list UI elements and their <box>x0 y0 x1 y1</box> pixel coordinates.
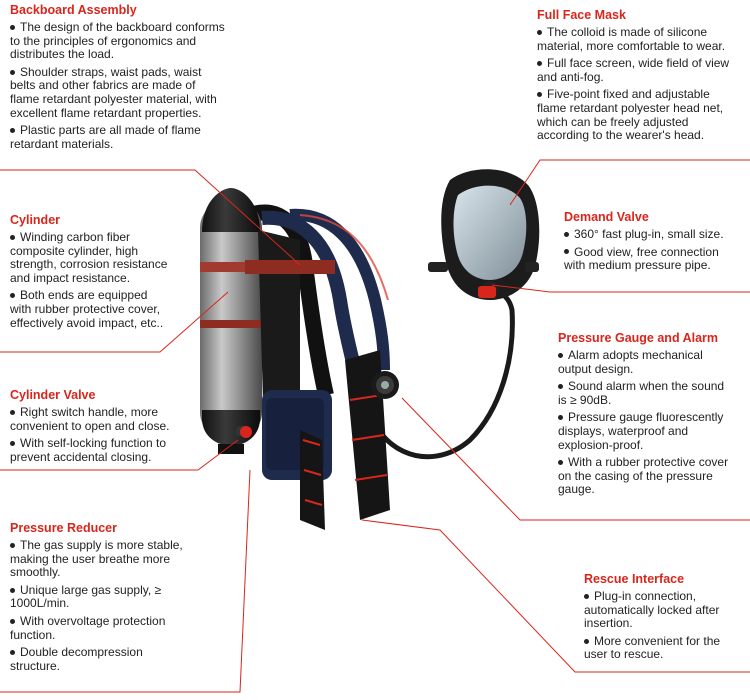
bullet-icon <box>537 92 542 98</box>
full-face-mask <box>428 169 540 300</box>
bullet-item: 360° fast plug-in, small size. <box>564 227 749 242</box>
section-cylinder-valve: Cylinder Valve Right switch handle, more… <box>10 388 205 468</box>
bullet-icon <box>10 441 15 447</box>
section-title: Cylinder <box>10 213 61 227</box>
bullet-icon <box>584 593 589 599</box>
section-pressure-reducer: Pressure Reducer The gas supply is more … <box>10 521 210 677</box>
bullet-icon <box>10 69 15 75</box>
section-backboard-assembly: Backboard Assembly The design of the bac… <box>10 3 270 155</box>
section-title: Cylinder Valve <box>10 388 96 402</box>
leader-cylinder-valve <box>0 439 239 471</box>
bullet-icon <box>558 352 563 358</box>
leader-pressure-gauge <box>401 397 750 521</box>
cylinder-valve <box>218 426 252 454</box>
bullet-icon <box>10 542 15 548</box>
section-title: Rescue Interface <box>584 572 685 586</box>
bullet-icon <box>10 587 15 593</box>
bullet-icon <box>558 459 563 465</box>
bullet-icon <box>10 127 15 133</box>
bullet-icon <box>584 638 589 644</box>
bullet-icon <box>537 29 542 35</box>
bullet-icon <box>10 293 15 299</box>
section-full-face-mask: Full Face Mask The colloid is made of si… <box>537 8 749 147</box>
section-title: Full Face Mask <box>537 8 626 22</box>
bullet-item: Unique large gas supply, ≥1000L/min. <box>10 582 162 611</box>
leader-demand-valve <box>491 284 750 293</box>
leader-pressure-reducer <box>0 469 251 693</box>
bullet-icon <box>564 249 569 255</box>
leader-backboard <box>0 169 301 266</box>
section-pressure-gauge-alarm: Pressure Gauge and Alarm Alarm adopts me… <box>558 331 750 501</box>
demand-valve <box>478 286 496 298</box>
bullet-icon <box>10 24 15 30</box>
section-title: Pressure Reducer <box>10 521 118 535</box>
leader-rescue-interface <box>361 519 750 673</box>
medium-pressure-hose <box>359 289 515 460</box>
bullet-icon <box>10 649 15 655</box>
bullet-icon <box>10 234 15 240</box>
leader-cylinder <box>0 291 229 353</box>
bullet-icon <box>564 231 569 237</box>
bullet-item: Plug-in connection,automatically locked … <box>584 589 720 631</box>
section-demand-valve: Demand Valve 360° fast plug-in, small si… <box>564 210 749 277</box>
section-rescue-interface: Rescue Interface Plug-in connection,auto… <box>584 572 749 666</box>
section-title: Pressure Gauge and Alarm <box>558 331 719 345</box>
section-title: Demand Valve <box>564 210 649 224</box>
section-title: Backboard Assembly <box>10 3 137 17</box>
bullet-icon <box>10 618 15 624</box>
bullet-item: The gas supply is more stable,making the… <box>10 538 183 580</box>
bullet-icon <box>10 409 15 415</box>
bullet-icon <box>537 61 542 67</box>
pressure-gauge <box>371 371 399 399</box>
bullet-icon <box>558 415 563 421</box>
leader-full-face-mask <box>509 159 750 206</box>
bullet-icon <box>558 384 563 390</box>
